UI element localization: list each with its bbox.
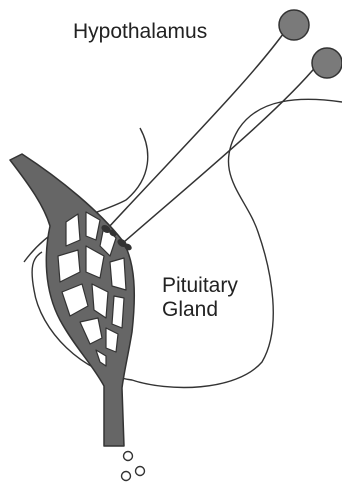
hormone-droplet xyxy=(124,452,133,461)
neuron-cell-body-2 xyxy=(312,48,342,78)
hormone-droplet xyxy=(136,467,145,476)
capillary-lumen xyxy=(112,296,124,328)
hormone-droplets xyxy=(122,452,145,481)
hypothalamus-label: Hypothalamus xyxy=(73,20,207,44)
pituitary-label-line1: Pituitary xyxy=(162,274,238,298)
pituitary-gland-label: Pituitary Gland xyxy=(162,274,238,322)
neuron-cell-body-1 xyxy=(279,10,309,40)
neuron-axon-1 xyxy=(108,30,286,228)
capillary-lumen xyxy=(110,258,126,290)
pituitary-label-line2: Gland xyxy=(162,298,238,322)
hormone-droplet xyxy=(122,472,131,481)
neuron-axon-2 xyxy=(124,64,318,242)
